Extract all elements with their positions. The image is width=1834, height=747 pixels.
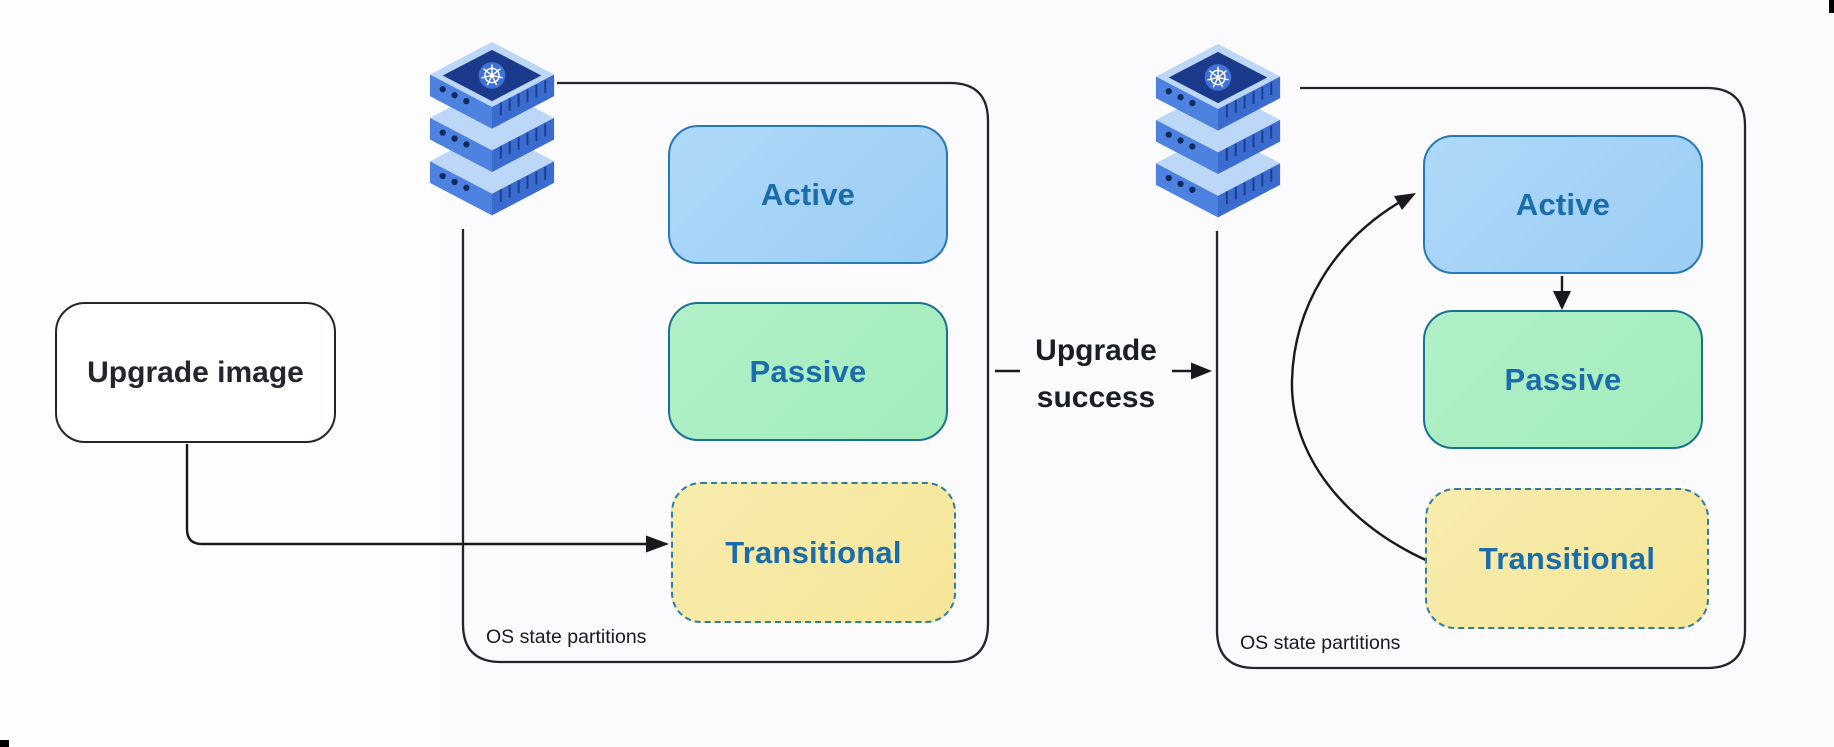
right-partition-transitional: Transitional: [1425, 488, 1709, 629]
kubernetes-server-icon: [428, 40, 556, 217]
upgrade-image-node: Upgrade image: [55, 302, 336, 443]
upgrade-success-arrowhead: [1191, 362, 1212, 380]
left-partition-transitional: Transitional: [671, 482, 956, 623]
left-os-state-partitions-caption: OS state partitions: [486, 626, 647, 648]
upgrade-image-label: Upgrade image: [87, 355, 304, 389]
partition-label: Passive: [1504, 361, 1622, 397]
transitional-to-active-arrow: [1290, 200, 1429, 563]
partition-label: Transitional: [725, 534, 902, 570]
top-right-edge-mark: [1829, 0, 1834, 13]
partition-label: Passive: [749, 353, 867, 389]
partition-label: Active: [1515, 186, 1611, 222]
kubernetes-server-icon: [1154, 42, 1282, 219]
right-partition-passive: Passive: [1423, 310, 1703, 449]
upgrade-to-transitional-arrowhead: [646, 535, 669, 553]
partition-label: Transitional: [1478, 540, 1656, 576]
partition-label: Active: [760, 176, 856, 212]
active-to-passive-arrowhead: [1553, 291, 1571, 310]
left-partition-passive: Passive: [668, 302, 948, 441]
upgrade-success-line1: Upgrade: [1035, 334, 1157, 367]
bottom-left-edge-mark: [0, 740, 9, 747]
transitional-to-active-arrowhead: [1394, 193, 1416, 210]
upgrade-success-line2: success: [1036, 381, 1156, 414]
left-partition-active: Active: [668, 125, 948, 264]
upgrade-success-label: Upgrade success: [1020, 326, 1172, 422]
right-partition-active: Active: [1423, 135, 1703, 274]
right-os-state-partitions-caption: OS state partitions: [1240, 632, 1401, 654]
